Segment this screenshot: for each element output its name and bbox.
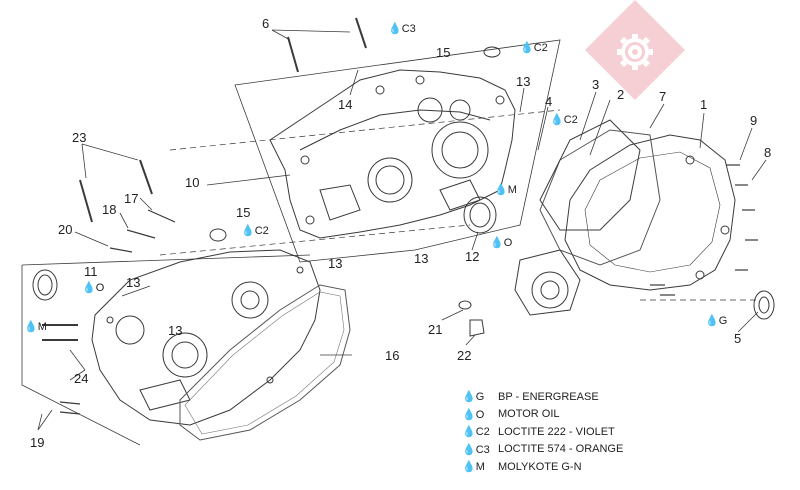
drop-icon: 💧 (241, 225, 255, 237)
gasket-7 (539, 129, 661, 266)
crankcase-upper-half (269, 69, 516, 239)
callout-15b: 15 (236, 205, 251, 220)
gear-watermark-icon (585, 0, 685, 100)
callout-13c: 13 (328, 256, 343, 271)
callout-13b: 13 (414, 251, 429, 266)
callout-13a: 13 (516, 74, 531, 89)
callout-5: 5 (734, 331, 742, 346)
callout-22: 22 (457, 348, 472, 363)
drop-icon: 💧 (462, 461, 476, 474)
symbol-c3-top: 💧C3 (388, 23, 416, 35)
drop-icon: 💧 (462, 443, 476, 456)
callout-15a: 15 (436, 45, 451, 60)
callout-3: 3 (592, 77, 600, 92)
callout-16: 16 (385, 348, 400, 363)
drop-icon: 💧 (388, 23, 402, 35)
drop-icon: 💧 (550, 114, 564, 126)
callout-14: 14 (338, 97, 353, 112)
symbol-g-right: 💧G (705, 315, 728, 327)
callout-20: 20 (58, 222, 73, 237)
legend-row: 💧C3 LOCTITE 574 - ORANGE (462, 443, 624, 456)
leader-lines (37, 29, 767, 431)
dowel-pins (42, 17, 367, 341)
plate-3 (539, 119, 641, 231)
symbol-o-mid: 💧O (490, 237, 513, 249)
drop-icon: 💧 (490, 237, 504, 249)
drop-icon: 💧 (82, 282, 96, 294)
callout-6: 6 (262, 16, 270, 31)
callout-17: 17 (124, 191, 139, 206)
legend-row: 💧C2 LOCTITE 222 - VIOLET (462, 425, 615, 439)
callout-12: 12 (465, 249, 480, 264)
bolt-set (59, 164, 758, 415)
callout-18: 18 (102, 202, 117, 217)
callout-8: 8 (764, 145, 772, 160)
drop-icon: 💧 (462, 426, 476, 439)
drop-icon: 💧 (705, 315, 719, 327)
drop-icon: 💧 (462, 408, 476, 421)
symbol-o-left: 💧O (82, 282, 105, 294)
drop-icon: 💧 (494, 184, 508, 196)
drop-icon: 💧 (462, 391, 476, 404)
drop-icon: 💧 (520, 42, 534, 54)
callout-13e: 13 (168, 323, 183, 338)
callout-13d: 13 (126, 275, 141, 290)
callout-2: 2 (617, 87, 625, 102)
legend: 💧G BP - ENERGREASE 💧O MOTOR OIL 💧C2 LOCT… (462, 388, 623, 476)
oil-seals (32, 46, 775, 337)
callout-7: 7 (659, 89, 667, 104)
callout-24: 24 (74, 371, 89, 386)
symbol-m-mid: 💧M (494, 184, 517, 196)
callout-9: 9 (750, 113, 758, 128)
callout-23: 23 (72, 130, 87, 145)
legend-row: 💧G BP - ENERGREASE (462, 390, 599, 404)
callout-21: 21 (428, 322, 443, 337)
legend-row: 💧O MOTOR OIL (462, 408, 560, 421)
callout-4: 4 (545, 94, 553, 109)
callout-10: 10 (185, 175, 200, 190)
gasket-16 (179, 284, 351, 441)
symbol-m-left: 💧M (24, 321, 47, 333)
callout-19: 19 (30, 435, 45, 450)
legend-row: 💧M MOLYKOTE G-N (462, 460, 582, 474)
callout-11: 11 (84, 264, 98, 279)
symbol-c2-left: 💧C2 (241, 225, 269, 237)
drop-icon: 💧 (24, 321, 38, 333)
callout-1: 1 (700, 97, 708, 112)
symbol-c2-top: 💧C2 (520, 42, 548, 54)
symbol-c2-mid: 💧C2 (550, 114, 578, 126)
